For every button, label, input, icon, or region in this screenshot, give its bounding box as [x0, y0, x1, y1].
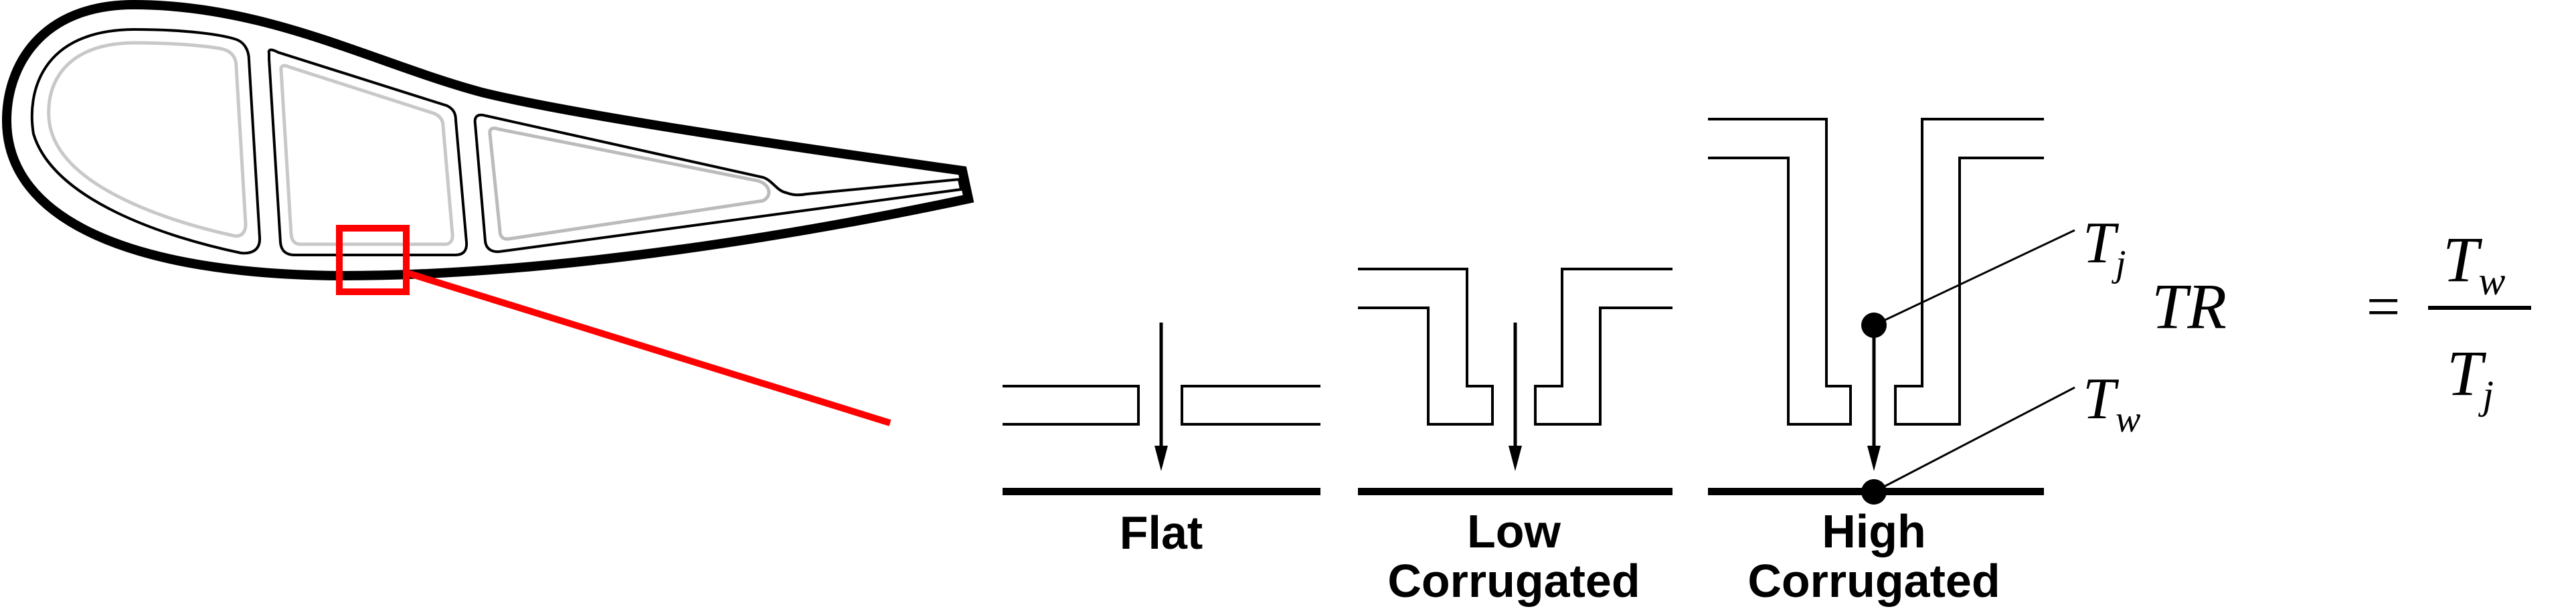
- jet-arrow-head-icon: [1867, 446, 1881, 471]
- corrugated-plate-left: [1708, 118, 1852, 426]
- equation-numerator: Tw: [2443, 224, 2505, 303]
- flat-plate-left: [1003, 385, 1140, 426]
- config-label: Corrugated: [1387, 555, 1640, 607]
- config-label: Low: [1467, 505, 1561, 557]
- target-wall: [1358, 488, 1672, 495]
- jet-arrow-head-icon: [1509, 446, 1522, 471]
- config-high-corrugated: High Corrugated Tj Tw: [1708, 118, 2140, 607]
- wall-temp-probe-point: [1861, 479, 1887, 505]
- config-label: High: [1822, 505, 1926, 557]
- corrugated-plate-left: [1358, 268, 1494, 426]
- jet-temp-probe-point: [1861, 313, 1887, 338]
- cooling-insert-1: [47, 41, 248, 238]
- equation-lhs: TR: [2152, 270, 2227, 342]
- cooling-cavity-2: [267, 48, 468, 256]
- blade-outer-wall: [1, 0, 974, 281]
- config-low-corrugated: Low Corrugated: [1358, 268, 1672, 607]
- wall-temp-label: Tw: [2083, 367, 2140, 440]
- detail-highlight-box: [336, 225, 410, 295]
- cooling-cavity-3: [473, 113, 963, 254]
- jet-temp-leader: [1873, 229, 2075, 327]
- cooling-cavity-1: [30, 27, 262, 255]
- temperature-ratio-equation: TR = Tw Tj: [2152, 224, 2531, 417]
- wall-temp-leader: [1873, 386, 2075, 493]
- equation-denominator: Tj: [2447, 337, 2494, 417]
- corrugated-plate-right: [1894, 118, 2044, 426]
- turbine-blade-cross-section: [1, 0, 974, 426]
- jet-arrow-head-icon: [1154, 446, 1168, 471]
- config-flat: Flat: [1003, 323, 1320, 559]
- config-label: Flat: [1120, 507, 1203, 559]
- config-label: Corrugated: [1747, 555, 2000, 607]
- detail-leader-line: [406, 270, 891, 426]
- target-wall: [1003, 488, 1320, 495]
- cooling-insert-2: [279, 64, 454, 246]
- jet-temp-label: Tj: [2083, 211, 2126, 284]
- equation-equals: =: [2363, 274, 2403, 340]
- flat-plate-right: [1181, 385, 1320, 426]
- cooling-insert-3: [488, 126, 771, 241]
- corrugated-plate-right: [1534, 268, 1672, 426]
